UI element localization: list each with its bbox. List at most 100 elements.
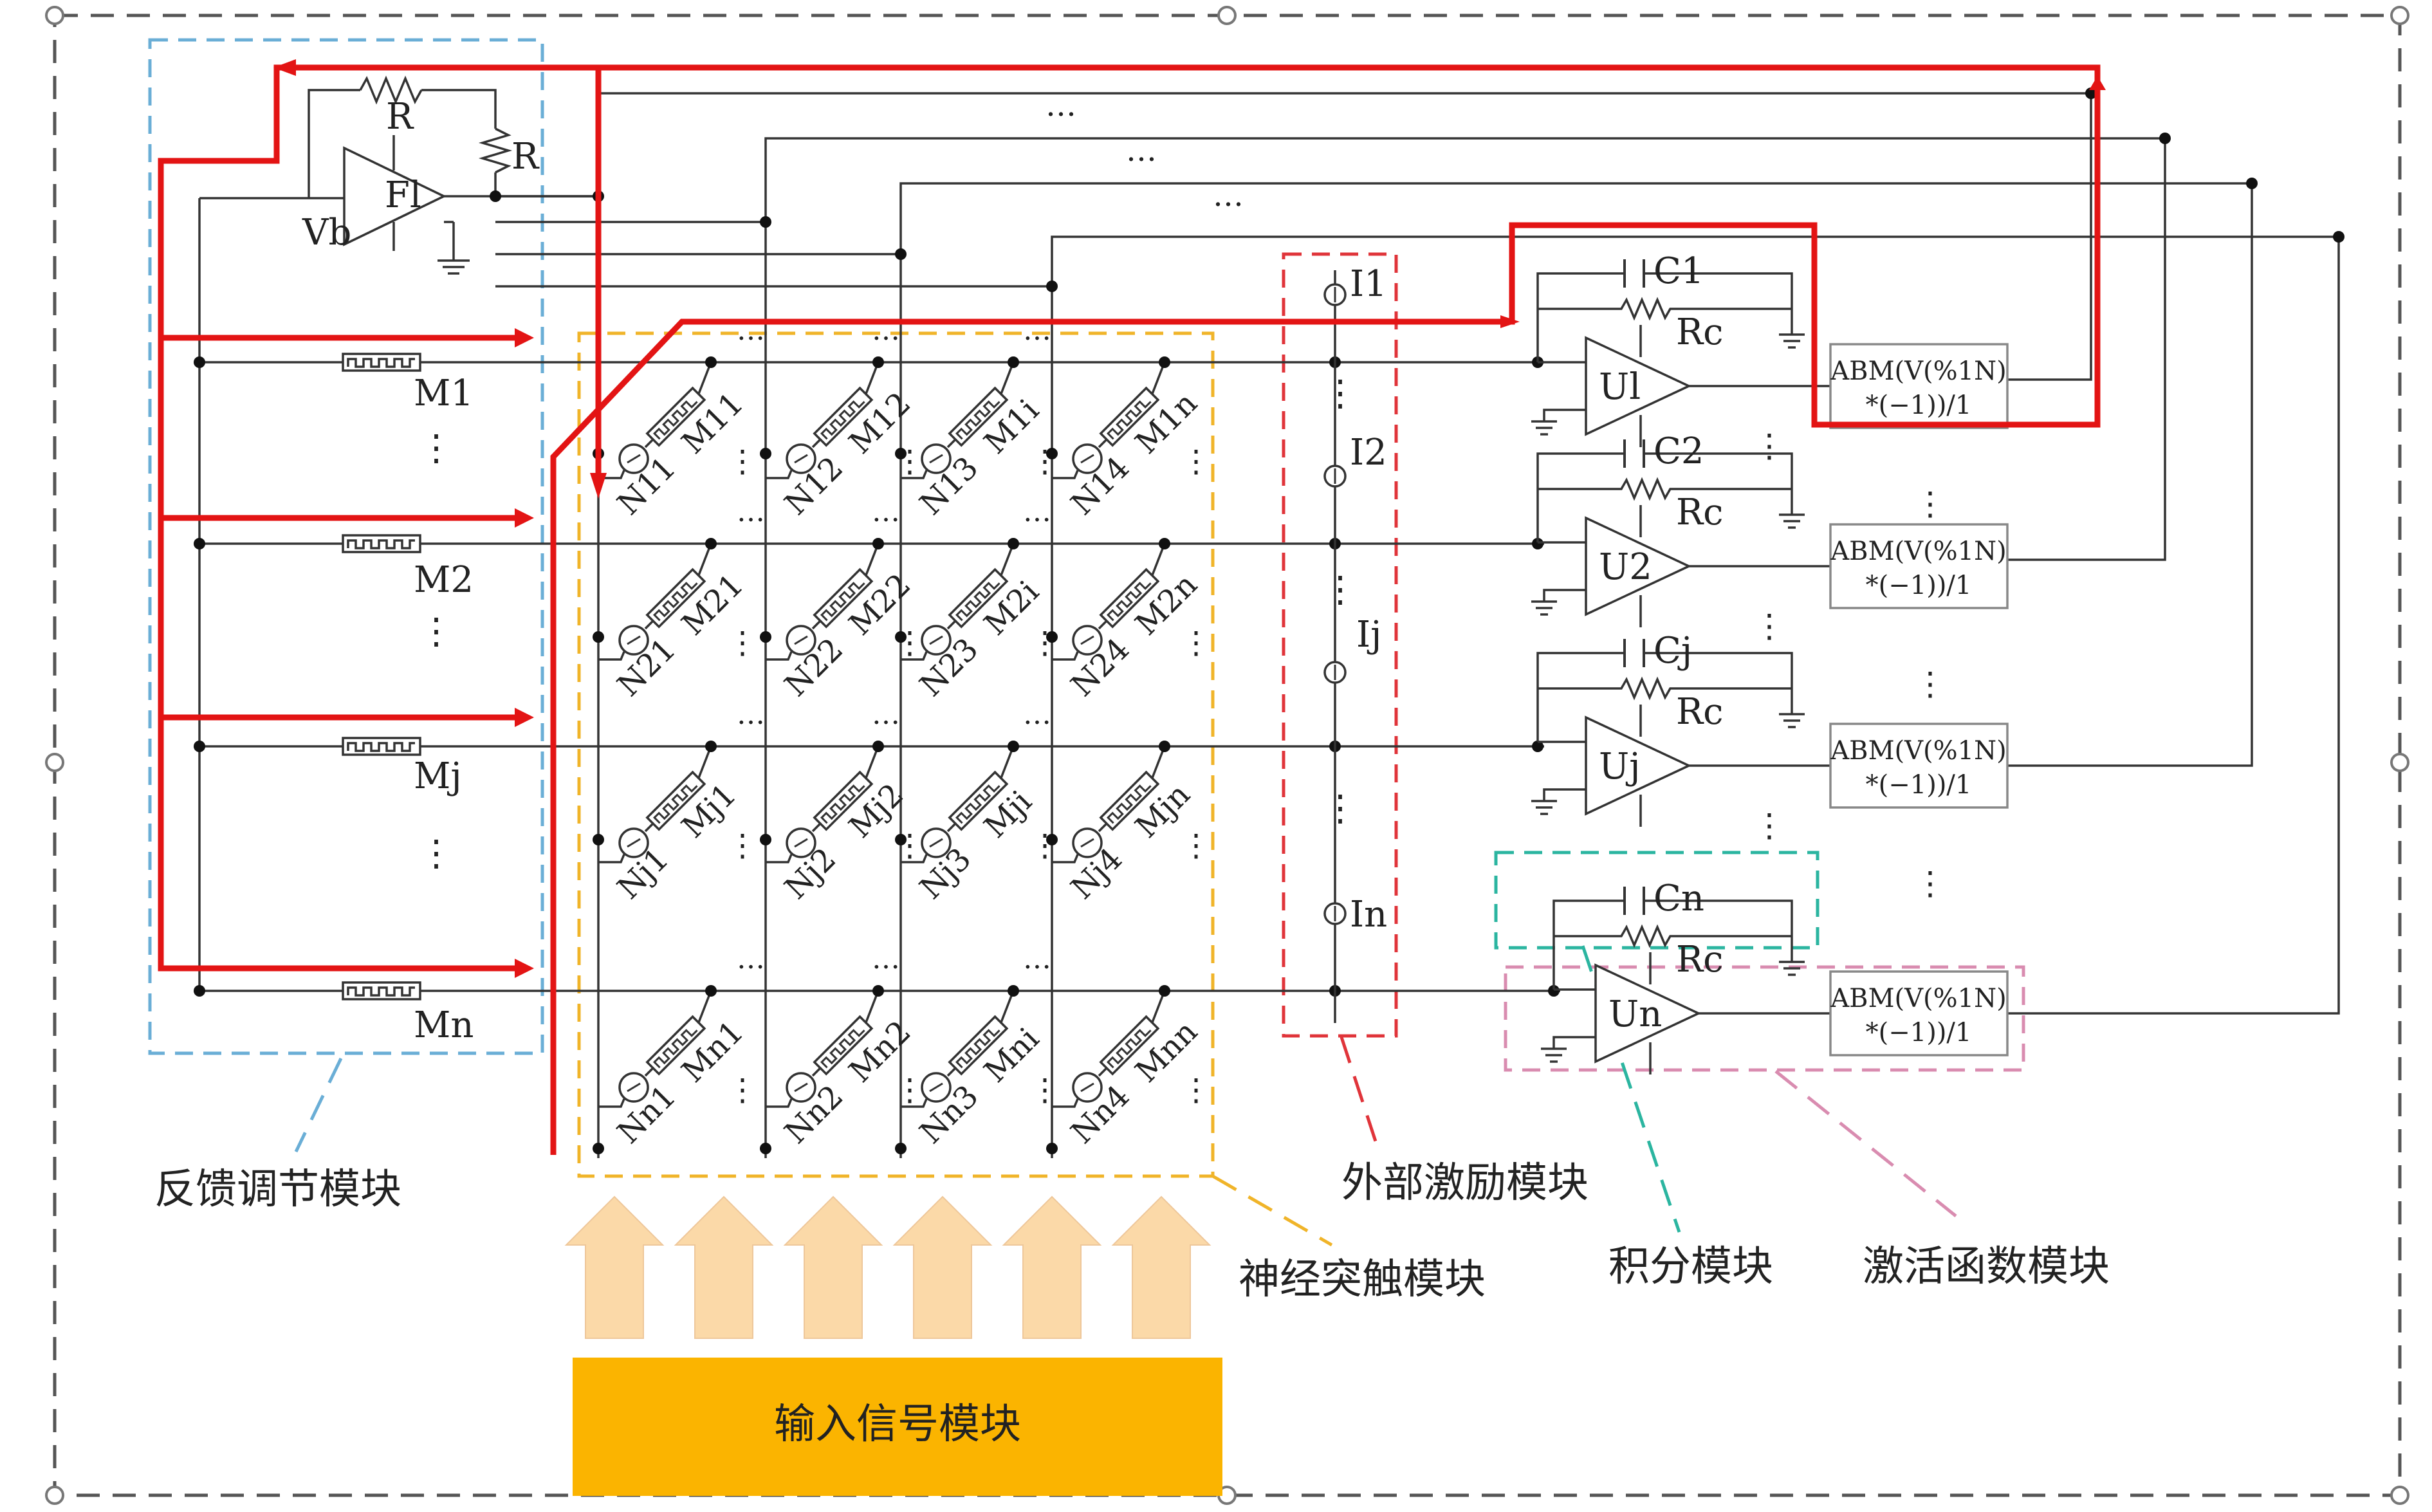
- junction-dot: [2159, 133, 2171, 144]
- synapse-cell-4-2: Mn2Nn2⋮…: [737, 943, 925, 1150]
- junction-dot: [1159, 538, 1170, 549]
- synapse-module-box: [577, 331, 1215, 1178]
- feedback-module-box: [148, 38, 544, 1055]
- junction-dot: [760, 216, 771, 228]
- integral-module-box: [1494, 851, 1819, 950]
- synapse-vdots: ⋮: [1181, 443, 1211, 479]
- synapse-vdots: ⋮: [1029, 827, 1060, 863]
- junction-dot: [490, 190, 501, 202]
- activation-vdots: ⋮: [1914, 485, 1946, 522]
- activation-module-box: [1504, 965, 2025, 1072]
- activation-line2: *(−1))/1: [1866, 571, 1972, 600]
- synapse-vdots: ⋮: [727, 443, 758, 479]
- activation-line1: ABM(V(%1N): [1830, 984, 2006, 1013]
- activation-line1: ABM(V(%1N): [1830, 537, 2006, 566]
- junction-dot: [194, 538, 205, 549]
- activation-vdots: ⋮: [1914, 865, 1946, 902]
- synapse-vdots: ⋮: [1029, 625, 1060, 661]
- input-module-label: 输入信号模块: [774, 1401, 1021, 1448]
- dots-top-3: …: [1213, 178, 1244, 214]
- activation-line2: *(−1))/1: [1866, 1018, 1972, 1047]
- feedback-leader: [294, 1057, 343, 1153]
- synapse-hdots: …: [737, 698, 765, 731]
- junction-dot: [1548, 985, 1560, 997]
- junction-dot: [1046, 281, 1058, 292]
- junction-dot: [895, 631, 907, 643]
- junction-dot: [895, 448, 907, 459]
- integrator-res-label: Rc: [1676, 939, 1724, 981]
- vdots-1: ⋮: [418, 427, 454, 469]
- memristor-mn: [342, 981, 421, 1000]
- synapse-vdots: ⋮: [1181, 827, 1211, 863]
- synapse-vdots: ⋮: [727, 827, 758, 863]
- feedback-path: [158, 59, 2106, 1155]
- junction-dot: [194, 356, 205, 368]
- activation-box: [1829, 523, 2009, 609]
- synapse-hdots: …: [872, 943, 900, 975]
- input-signal-block: [573, 1358, 1222, 1496]
- activation-leader: [1774, 1070, 1957, 1217]
- junction-dot: [2333, 231, 2344, 243]
- junction-dot: [872, 538, 884, 549]
- integrator-res-label: Rc: [1676, 691, 1724, 733]
- label-mn: Mn: [414, 1004, 474, 1046]
- junction-dot: [895, 834, 907, 845]
- junction-dots: [194, 88, 2344, 1154]
- synapse-hdots: …: [872, 495, 900, 528]
- junction-dot: [1046, 631, 1058, 643]
- synapse-vdots: ⋮: [894, 827, 925, 863]
- integral-module-label: 积分模块: [1608, 1243, 1773, 1291]
- activation-vdots: ⋮: [1914, 665, 1946, 703]
- integrator-amp-label: Un: [1608, 993, 1662, 1035]
- activation-box: [1829, 723, 2009, 809]
- junction-dot: [1008, 356, 1019, 368]
- synapse-module-label: 神经突触模块: [1239, 1256, 1486, 1304]
- junction-dot: [760, 448, 771, 459]
- memristor-m1: [342, 353, 421, 372]
- junction-dot: [2246, 178, 2258, 189]
- dots-top-1: …: [1046, 88, 1076, 124]
- integrator-cap-label: Cn: [1654, 878, 1704, 919]
- activation-box: [1829, 970, 2009, 1056]
- junction-dot: [705, 538, 717, 549]
- synapse-vdots: ⋮: [727, 625, 758, 661]
- junction-dot: [1008, 985, 1019, 997]
- label-r-top: R: [386, 96, 414, 138]
- junction-dot: [194, 985, 205, 997]
- vdots-2: ⋮: [418, 611, 454, 652]
- integrator-amp-label: Ul: [1599, 366, 1641, 408]
- synapse-vdots: ⋮: [894, 1072, 925, 1108]
- synapse-hdots: …: [1023, 495, 1051, 528]
- activation-line2: *(−1))/1: [1866, 770, 1972, 800]
- junction-dot: [1159, 985, 1170, 997]
- label-vb: Vb: [302, 212, 351, 254]
- excitation-leader: [1340, 1037, 1379, 1146]
- source-in: [1323, 902, 1347, 925]
- activation-box: [1829, 343, 2009, 429]
- junction-dot: [194, 741, 205, 752]
- junction-dot: [872, 356, 884, 368]
- memristor-m2: [342, 534, 421, 553]
- junction-dot: [705, 356, 717, 368]
- row-memristors: [342, 353, 421, 1000]
- synapse-vdots: ⋮: [1029, 443, 1060, 479]
- junction-dot: [872, 741, 884, 752]
- synapse-vdots: ⋮: [1181, 1072, 1211, 1108]
- vdots-ex-3: ⋮: [1322, 788, 1358, 829]
- source-i2: [1323, 465, 1347, 488]
- frame-handles: [45, 6, 2409, 1505]
- left-bus: [198, 197, 344, 991]
- synapse-vdots: ⋮: [727, 1072, 758, 1108]
- junction-dot: [593, 834, 604, 845]
- activation-line2: *(−1))/1: [1866, 391, 1972, 420]
- activation-module-label: 激活函数模块: [1863, 1243, 2110, 1291]
- junction-dot: [760, 1143, 771, 1154]
- vdots-ex-1: ⋮: [1322, 373, 1358, 414]
- junction-dot: [1046, 834, 1058, 845]
- synapse-hdots: …: [1023, 943, 1051, 975]
- feedback-opamp: Fl: [343, 135, 470, 275]
